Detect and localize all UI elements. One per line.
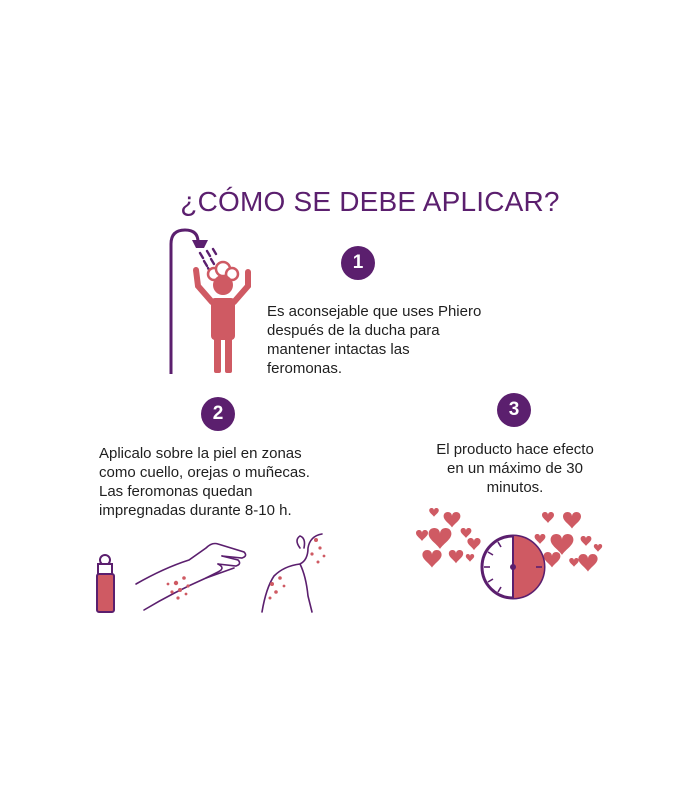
step-2-line: como cuello, orejas o muñecas. [99,464,310,481]
step-2-badge: 2 [201,397,235,431]
step-3-line: minutos. [486,479,544,496]
step-2-line: impregnadas durante 8-10 h. [99,502,292,519]
roll-on-bottle-icon [96,554,115,613]
skin-spots-icon [166,538,326,600]
clock-icon [480,534,546,600]
step-1-text: Es aconsejable que uses Phiero después d… [267,302,481,378]
step-2-line: Las feromonas quedan [99,483,253,500]
step-1-line: feromonas. [267,360,343,377]
step-3-text: El producto hace efecto en un máximo de … [420,440,610,497]
neck-head-icon [261,533,323,613]
step-2-text: Aplicalo sobre la piel en zonas como cue… [99,444,310,520]
step-2-line: Aplicalo sobre la piel en zonas [99,445,302,462]
page-title: ¿CÓMO SE DEBE APLICAR? [180,186,560,217]
step-1-line: Es aconsejable que uses Phiero [267,303,482,320]
step-1-line: después de la ducha para [267,322,440,339]
step-1-line: mantener intactas las [267,341,410,358]
roll-on-application-icon [96,533,326,613]
clock-hearts-icon [416,508,603,600]
arm-hand-icon [135,542,247,611]
step-3-line: El producto hace efecto [436,441,594,458]
step-3-badge: 3 [497,393,531,427]
shower-person-icon [169,228,251,374]
step-3-line: en un máximo de 30 [447,460,583,477]
step-1-badge: 1 [341,246,375,280]
